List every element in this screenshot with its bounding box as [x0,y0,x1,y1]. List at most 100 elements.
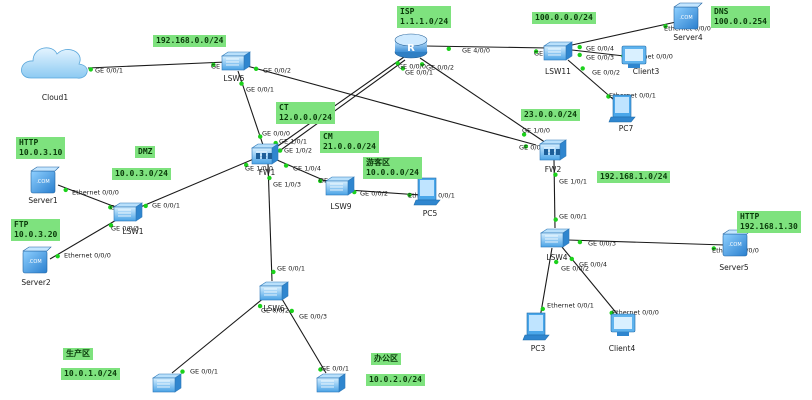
device-name-pc5: PC5 [423,209,438,218]
client3-client-icon[interactable] [621,45,647,68]
lsw7-switch-icon[interactable] [152,373,182,393]
link-lsw5-fw2 [246,65,537,146]
device-name-server4: Server4 [673,33,703,42]
device-name-cloud1: Cloud1 [42,93,68,102]
fw1-firewall-icon[interactable] [251,143,279,165]
router-r-glyph: R [407,43,415,54]
port-label-lsw4: GE 0/0/4 [579,261,607,269]
pc3-pc-icon[interactable] [522,312,550,341]
label-ftp-server2-title: FTP [14,220,29,229]
server4-server-icon[interactable]: .COM [673,2,703,30]
label-http-server5-ip: 192.168.1.30 [740,222,798,231]
link-isp-fw1 [274,56,405,149]
server1-server-icon[interactable]: .COM [30,166,60,194]
pc5-pc-icon[interactable] [413,177,441,206]
port-label-lsw1: GE 0/0/1 [152,202,180,210]
lsw4-switch-icon[interactable] [540,228,570,248]
client4-client-icon[interactable] [610,313,636,336]
port-indicator [283,163,289,168]
port-label-isp: GE 4/0/0 [462,47,490,55]
port-indicator [553,217,558,222]
fw2-firewall-icon[interactable] [539,139,567,161]
port-indicator [277,148,283,153]
label-http-server5-title: HTTP [740,212,760,221]
port-indicator [606,94,611,99]
port-indicator [580,66,585,71]
port-indicator [577,239,583,245]
lsw6-switch-icon[interactable] [259,281,289,301]
port-indicator [446,46,451,51]
port-indicator [577,44,582,50]
device-name-pc3: PC3 [531,344,546,353]
label-production-zone: 生产区 [63,348,93,360]
device-name-lsw5: LSW5 [223,74,244,83]
port-label-cloud1: GE 0/0/1 [95,67,123,75]
link-lsw11-server4 [571,21,677,46]
label-net-192-168-0-text: 192.168.0.0/24 [156,36,224,45]
label-net-100: 100.0.0.0/24 [532,12,596,24]
pc7-pc-icon[interactable] [608,94,636,123]
lsw5-switch-icon[interactable] [221,51,251,71]
port-indicator [711,246,716,251]
label-cm-title: CM [323,132,333,141]
link-lsw11-client3 [571,49,625,57]
port-indicator [271,269,276,275]
label-http-server1-title: HTTP [19,138,39,147]
label-ftp-server2-ip: 10.0.3.20 [14,230,58,239]
port-indicator [553,172,558,177]
isp-router-icon[interactable]: R [394,33,428,59]
port-indicator [257,303,263,309]
port-indicator [143,203,148,209]
port-label-lsw6: GE 0/0/2 [261,307,289,315]
port-indicator [180,369,185,374]
port-indicator [533,49,539,54]
lsw11-switch-icon[interactable] [543,41,573,61]
port-label-isp: GE 0/0/2 [426,64,454,72]
label-net-23-text: 23.0.0.0/24 [524,110,577,119]
server-com-glyph: .COM [28,259,41,265]
label-dns-title: DNS [714,7,729,16]
server-com-glyph: .COM [36,179,49,185]
port-label-lsw5: GE 0/0/2 [263,67,291,75]
device-name-lsw4: LSW4 [546,253,567,262]
device-name-server1: Server1 [28,196,58,205]
port-indicator [108,223,114,228]
link-lsw6-lsw7 [171,296,266,374]
label-office-zone: 办公区 [371,353,401,365]
port-label-pc7: Ethernet 0/0/1 [609,92,656,100]
server-com-glyph: .COM [679,15,692,21]
port-label-lsw9: GE 0/0/2 [360,190,388,198]
port-indicator [244,162,249,168]
port-indicator [419,62,425,67]
port-label-fw1: GE 1/0/0 [245,165,273,173]
port-label-lsw4: GE 0/0/2 [561,265,589,273]
link-cloud1-lsw5 [87,61,227,69]
lsw9-switch-icon[interactable] [325,176,355,196]
link-isp-fw1 [277,59,406,153]
server2-server-icon[interactable]: .COM [22,246,52,274]
cloud1-cloud-icon[interactable] [21,47,88,79]
label-net-192-168-1: 192.168.1.0/24 [597,171,671,183]
port-indicator [523,144,529,149]
link-fw1-lsw6 [267,163,273,282]
port-label-fw1: GE 1/0/1 [279,138,307,146]
link-lsw1-server1 [57,184,119,209]
device-name-lsw6: LSW6 [263,304,284,313]
port-label-isp: GE 0/0/1 [405,69,433,77]
port-label-fw1: GE 1/0/4 [293,165,321,173]
port-indicator [577,52,582,58]
lsw1-switch-icon[interactable] [113,202,143,222]
device-name-pc7: PC7 [619,124,634,133]
device-name-lsw1: LSW1 [122,227,143,236]
lsw8-switch-icon[interactable] [316,373,346,393]
port-label-lsw5: GE 0/0/1 [246,86,274,94]
label-visitor-zone-title: 游客区 [366,158,390,167]
port-indicator [258,134,263,139]
port-label-lsw4: GE 0/0/1 [559,213,587,221]
port-label-client3: Ethernet 0/0/0 [626,53,673,61]
server5-server-icon[interactable]: .COM [722,229,752,257]
